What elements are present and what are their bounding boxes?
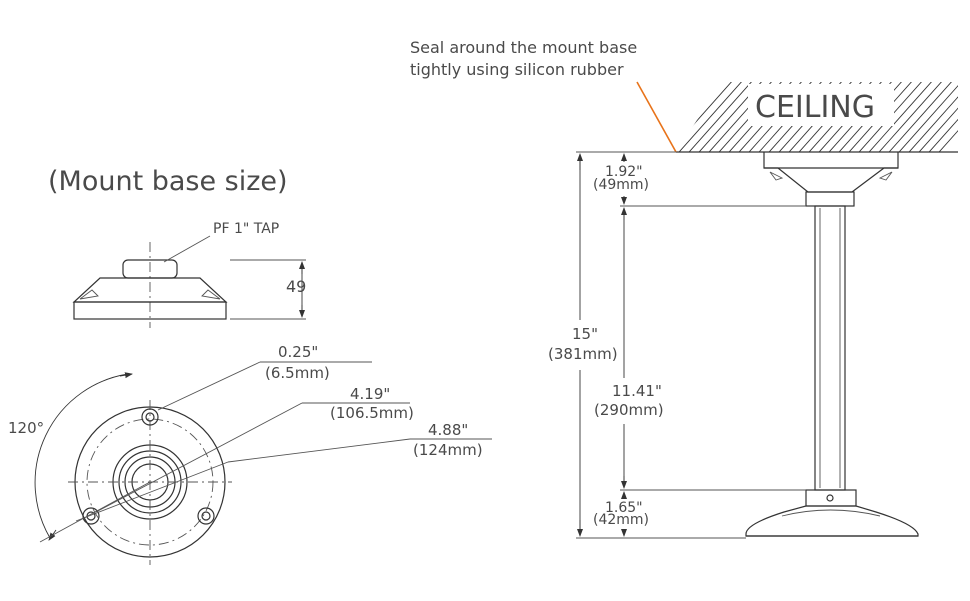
hole-dia-mm: (6.5mm) xyxy=(265,364,330,382)
mount-base-side-view: PF 1" TAP 49 xyxy=(72,221,306,328)
bottom-height-mm: (42mm) xyxy=(593,512,649,528)
seal-leader xyxy=(636,81,677,153)
outer-dia-mm: (124mm) xyxy=(413,441,483,459)
pipe-height-in: 11.41" xyxy=(612,382,662,400)
height-49-label: 49 xyxy=(286,277,306,296)
total-height-mm: (381mm) xyxy=(548,345,618,363)
bolt-circle-mm: (106.5mm) xyxy=(330,404,414,422)
ceiling-label: CEILING xyxy=(755,90,875,125)
seal-note-line2: tightly using silicon rubber xyxy=(410,60,624,79)
seal-note-line1: Seal around the mount base xyxy=(410,38,637,57)
mount-base-top-view: 120° 0.25" (6.5mm) 4.19" (106.5mm) 4.88"… xyxy=(8,343,492,565)
top-height-mm: (49mm) xyxy=(593,177,649,193)
hole-dia-in: 0.25" xyxy=(278,343,318,361)
pendant-dimensions: 15" (381mm) 1.92" (49mm) 11.41" (290mm) … xyxy=(548,151,806,539)
bottom-height-in: 1.65" xyxy=(605,500,643,516)
pendant-mount xyxy=(745,152,919,537)
diagram-title: (Mount base size) xyxy=(48,166,288,197)
total-height-in: 15" xyxy=(572,325,598,343)
angle-120-label: 120° xyxy=(8,419,44,437)
ceiling-hatch xyxy=(676,82,958,153)
outer-dia-in: 4.88" xyxy=(428,421,468,439)
top-height-in: 1.92" xyxy=(605,164,643,180)
pipe-height-mm: (290mm) xyxy=(594,401,664,419)
tap-label: PF 1" TAP xyxy=(213,221,279,237)
bolt-circle-in: 4.19" xyxy=(350,385,390,403)
